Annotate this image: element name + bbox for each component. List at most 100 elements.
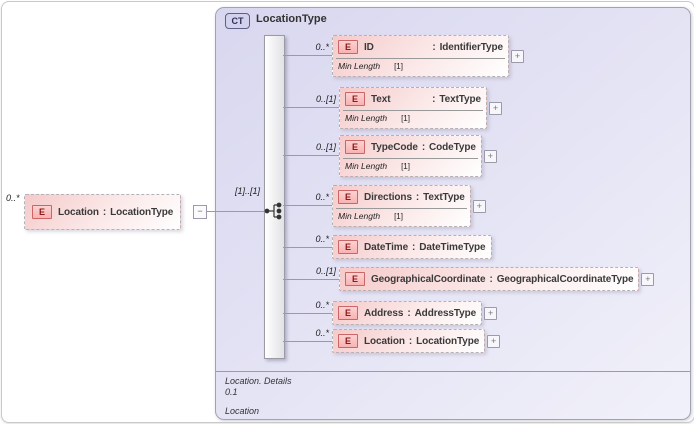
type-separator: :	[412, 241, 416, 253]
footer-line-3: Location	[225, 406, 260, 416]
facet-name: Min Length	[338, 61, 381, 71]
element-box-text[interactable]: E Text :TextType Min Length [1]	[339, 87, 487, 129]
cardinality-label: 0..*	[315, 300, 329, 310]
element-row-geographicalcoordinate: E GeographicalCoordinate :GeographicalCo…	[339, 267, 655, 291]
type-separator: :	[408, 335, 413, 347]
expand-toggle[interactable]: +	[483, 149, 497, 163]
expand-toggle[interactable]: +	[472, 199, 486, 213]
complex-type-title: LocationType	[256, 13, 327, 25]
element-type: TextType	[439, 93, 481, 105]
element-type: AddressType	[414, 307, 477, 319]
element-icon: E	[338, 334, 358, 348]
element-name: TypeCode	[371, 141, 418, 153]
element-icon: E	[345, 272, 365, 286]
root-connector-line	[206, 211, 264, 212]
element-type: DateTimeType	[419, 241, 486, 253]
facet-row: Min Length [1]	[336, 208, 467, 226]
element-row-id: E ID :IdentifierType Min Length [1] +	[332, 35, 524, 77]
complex-type-badge: CT	[225, 13, 250, 29]
element-box-datetime[interactable]: E DateTime :DateTimeType	[332, 235, 492, 259]
connector-line	[283, 341, 332, 342]
facet-value: [1]	[401, 162, 410, 171]
element-name: GeographicalCoordinate	[371, 273, 486, 285]
element-type: GeographicalCoordinateType	[496, 273, 634, 285]
connector-line	[283, 55, 332, 56]
root-element-name: Location	[58, 206, 99, 218]
facet-row: Min Length [1]	[343, 110, 483, 128]
element-icon: E	[338, 40, 358, 54]
facet-name: Min Length	[345, 113, 388, 123]
type-separator: :	[421, 141, 426, 153]
expand-toggle[interactable]: +	[511, 49, 524, 63]
connector-line	[283, 279, 339, 280]
root-cardinality-label: 0..*	[6, 193, 20, 203]
sequence-icon	[264, 202, 282, 220]
element-icon: E	[345, 92, 365, 106]
facet-name: Min Length	[345, 161, 388, 171]
facet-row: Min Length [1]	[343, 158, 478, 176]
type-separator: :	[102, 206, 107, 218]
element-name: ID	[364, 41, 374, 53]
element-row-address: E Address :AddressType +	[332, 301, 498, 325]
connector-line	[283, 155, 339, 156]
element-box-typecode[interactable]: E TypeCode :CodeType Min Length [1]	[339, 135, 482, 177]
element-row-location: E Location :LocationType +	[332, 329, 501, 353]
expand-toggle[interactable]: +	[641, 272, 655, 286]
element-icon: E	[345, 140, 365, 154]
complex-type-footer: Location. Details 0.1 Location	[225, 376, 292, 417]
expand-toggle[interactable]: +	[484, 306, 498, 320]
element-name: Text	[371, 93, 391, 105]
element-name: DateTime	[364, 241, 409, 253]
cardinality-label: 0..[1]	[315, 94, 336, 104]
cardinality-label: 0..*	[315, 328, 329, 338]
element-type: IdentifierType	[439, 41, 504, 53]
element-type: CodeType	[429, 141, 476, 153]
element-row-datetime: E DateTime :DateTimeType	[332, 235, 492, 259]
element-box-address[interactable]: E Address :AddressType	[332, 301, 483, 325]
element-box-geographicalcoordinate[interactable]: E GeographicalCoordinate :GeographicalCo…	[339, 267, 640, 291]
footer-divider	[216, 371, 690, 372]
type-separator: :	[489, 273, 493, 285]
cardinality-label: 0..*	[315, 234, 329, 244]
root-element-box[interactable]: E Location :LocationType	[24, 194, 182, 230]
facet-value: [1]	[394, 212, 403, 221]
element-row-typecode: E TypeCode :CodeType Min Length [1] +	[339, 135, 497, 177]
cardinality-label: 0..[1]	[315, 142, 336, 152]
element-box-id[interactable]: E ID :IdentifierType Min Length [1]	[332, 35, 509, 77]
root-connector-cardinality: [1]..[1]	[234, 186, 260, 196]
connector-line	[283, 205, 332, 206]
connector-line	[283, 107, 339, 108]
connector-line	[283, 247, 332, 248]
type-separator: :	[415, 191, 420, 203]
element-type: TextType	[423, 191, 465, 203]
element-box-directions[interactable]: E Directions :TextType Min Length [1]	[332, 185, 471, 227]
element-name: Directions	[364, 191, 412, 203]
element-type: LocationType	[416, 335, 480, 347]
element-row-text: E Text :TextType Min Length [1] +	[339, 87, 502, 129]
facet-value: [1]	[401, 114, 410, 123]
cardinality-label: 0..[1]	[315, 266, 336, 276]
type-separator: :	[407, 307, 411, 319]
collapse-toggle[interactable]: −	[193, 205, 207, 219]
element-name: Location	[364, 335, 405, 347]
root-element-type: LocationType	[110, 206, 174, 218]
facet-value: [1]	[394, 62, 403, 71]
element-icon: E	[338, 240, 358, 254]
element-icon: E	[338, 190, 358, 204]
facet-name: Min Length	[338, 211, 381, 221]
facet-row: Min Length [1]	[336, 58, 505, 76]
element-icon: E	[338, 306, 358, 320]
element-box-location[interactable]: E Location :LocationType	[332, 329, 486, 353]
cardinality-label: 0..*	[315, 192, 329, 202]
element-row-directions: E Directions :TextType Min Length [1] +	[332, 185, 486, 227]
element-icon: E	[32, 205, 52, 219]
cardinality-label: 0..*	[315, 42, 329, 52]
element-name: Address	[364, 307, 404, 319]
sequence-bar	[264, 35, 285, 359]
expand-toggle[interactable]: +	[487, 334, 501, 348]
connector-line	[283, 313, 332, 314]
type-separator: :	[432, 93, 436, 105]
footer-line-1: Location. Details	[225, 376, 292, 386]
expand-toggle[interactable]: +	[489, 101, 502, 115]
